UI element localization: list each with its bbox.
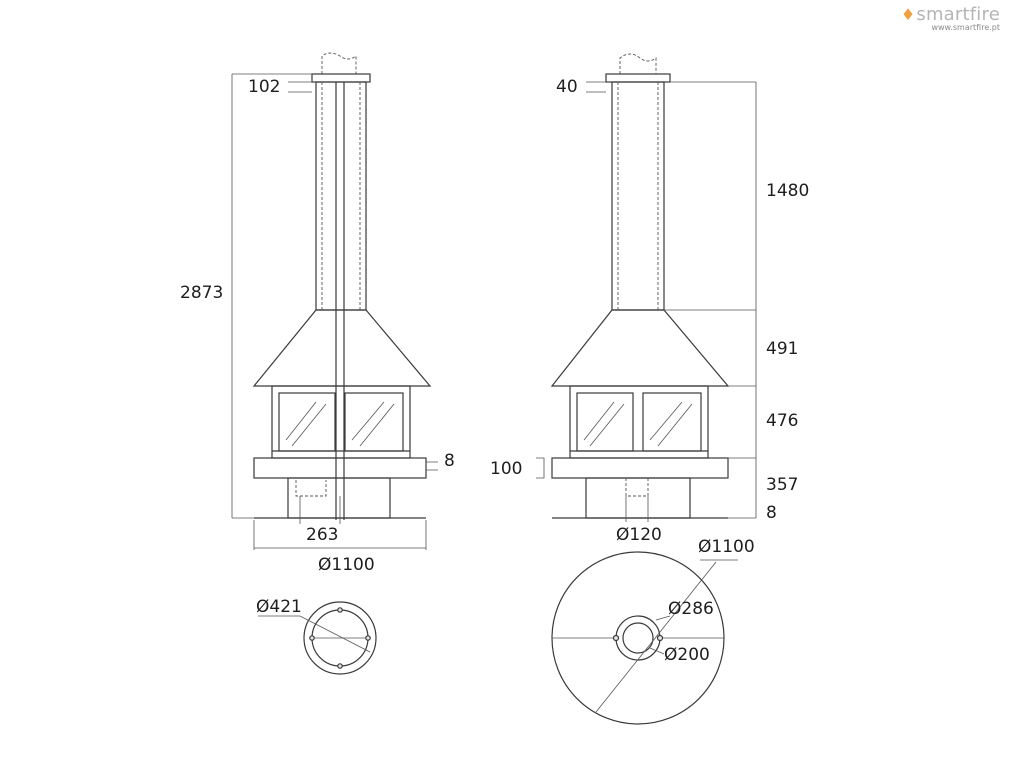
left-flue-collar [311, 73, 371, 83]
left-hearth [253, 457, 427, 479]
right-hearth-thickness-dim: 100 [490, 459, 522, 479]
right-glass-panel-2 [642, 392, 702, 452]
left-flue-break [321, 52, 357, 74]
right-hood-height-dim: 491 [766, 339, 798, 359]
right-plan-outer-ring-dim: Ø286 [668, 599, 714, 619]
brand-name: ♦smartfire [901, 4, 1000, 25]
left-hearth-diameter-dim: Ø1100 [318, 555, 375, 575]
right-plan-hearth-diameter-dim: Ø1100 [698, 537, 755, 557]
left-base [287, 477, 391, 519]
right-glass-panel-1 [576, 392, 634, 452]
left-total-height-dim: 2873 [180, 283, 223, 303]
left-glass-panel-2 [344, 392, 404, 452]
right-plan-inner-ring-dim: Ø200 [664, 645, 710, 665]
right-plan-inner-ring [622, 622, 654, 654]
right-plan-view: Ø1100 Ø286 Ø200 [551, 537, 755, 725]
right-elevation: 40 1480 491 476 100 357 8 Ø120 [490, 53, 809, 545]
brand-name-text: smartfire [916, 4, 1000, 25]
left-flue-collar-dim: 102 [248, 77, 280, 97]
right-base [585, 477, 691, 519]
right-base-height-dim: 357 [766, 475, 798, 495]
flame-icon: ♦ [900, 5, 916, 24]
left-plan-flue-diameter-dim: Ø421 [256, 597, 302, 617]
right-hood [550, 309, 730, 387]
left-flue-offset-dim: 263 [306, 525, 338, 545]
brand-logo: ♦smartfire www.smartfire.pt [901, 4, 1000, 32]
right-chimney [611, 81, 665, 311]
left-plan-outer-circle [303, 601, 377, 675]
left-glass-panel-1 [278, 392, 336, 452]
right-glass-height-dim: 476 [766, 411, 798, 431]
right-flue-break [619, 53, 657, 74]
left-plan-view: Ø421 [256, 597, 377, 675]
left-hood [252, 309, 432, 387]
right-flue-height-dim: 1480 [766, 181, 809, 201]
right-hearth [551, 457, 729, 479]
right-base-gap-dim: 8 [766, 503, 777, 523]
right-flue-collar-dim: 40 [556, 77, 578, 97]
brand-url: www.smartfire.pt [931, 23, 1000, 32]
right-outlet-diameter-dim: Ø120 [616, 525, 662, 545]
left-chimney [315, 81, 367, 311]
right-flue-collar [605, 73, 671, 83]
left-base-gap-dim: 8 [444, 451, 455, 471]
left-elevation: 102 2873 8 263 Ø1100 [180, 52, 455, 575]
